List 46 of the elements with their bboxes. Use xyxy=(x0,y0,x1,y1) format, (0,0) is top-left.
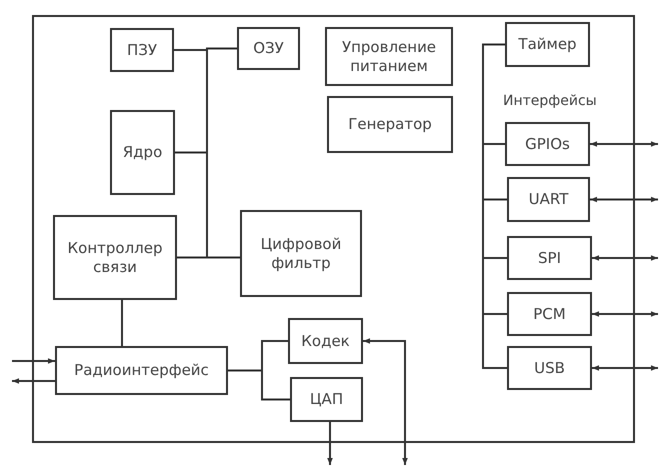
block-label: Таймер xyxy=(518,35,577,54)
block-label: ОЗУ xyxy=(253,39,284,58)
block-label: Упровление питанием xyxy=(340,38,438,76)
block-label: ЦАП xyxy=(310,390,344,409)
arrow xyxy=(12,358,55,364)
block-box xyxy=(507,177,590,222)
arrow xyxy=(12,378,55,384)
block-label: PCM xyxy=(533,304,566,324)
block-box xyxy=(505,22,590,67)
block-label: Кодек xyxy=(301,332,350,350)
block-box xyxy=(507,292,592,336)
block-box xyxy=(505,122,590,166)
block-box xyxy=(55,346,228,395)
block-label: Генератор xyxy=(348,115,432,134)
chip-outline xyxy=(32,15,635,443)
arrow xyxy=(363,338,408,465)
connector-line xyxy=(121,300,123,346)
block-label: Цифровой фильтр xyxy=(260,234,342,272)
block-box xyxy=(110,110,175,195)
group-label: Интерфейсы xyxy=(503,93,597,110)
block-label: UART xyxy=(528,190,568,209)
connector-line xyxy=(177,256,240,258)
block-label: Контроллер связи xyxy=(66,238,164,276)
block-box xyxy=(507,236,592,280)
block-label: Радиоинтерфейс xyxy=(74,361,209,380)
block-label: ПЗУ xyxy=(126,40,158,60)
arrow xyxy=(592,255,658,261)
arrow xyxy=(592,311,658,317)
connector-line xyxy=(482,44,507,369)
arrow xyxy=(590,196,658,202)
block-label: GPIOs xyxy=(525,134,570,154)
arrow xyxy=(592,365,658,371)
block-label: USB xyxy=(534,358,565,378)
block-box xyxy=(325,27,453,86)
block-box xyxy=(110,28,174,72)
block-box xyxy=(327,96,453,153)
block-box xyxy=(53,215,177,300)
block-box xyxy=(288,318,363,364)
block-box xyxy=(290,377,363,422)
block-box xyxy=(240,210,362,297)
block-label: Ядро xyxy=(122,143,162,162)
block-label: SPI xyxy=(538,248,561,268)
arrow xyxy=(590,141,658,147)
arrow xyxy=(327,422,333,465)
block-box xyxy=(507,346,592,390)
block-box xyxy=(237,27,300,70)
